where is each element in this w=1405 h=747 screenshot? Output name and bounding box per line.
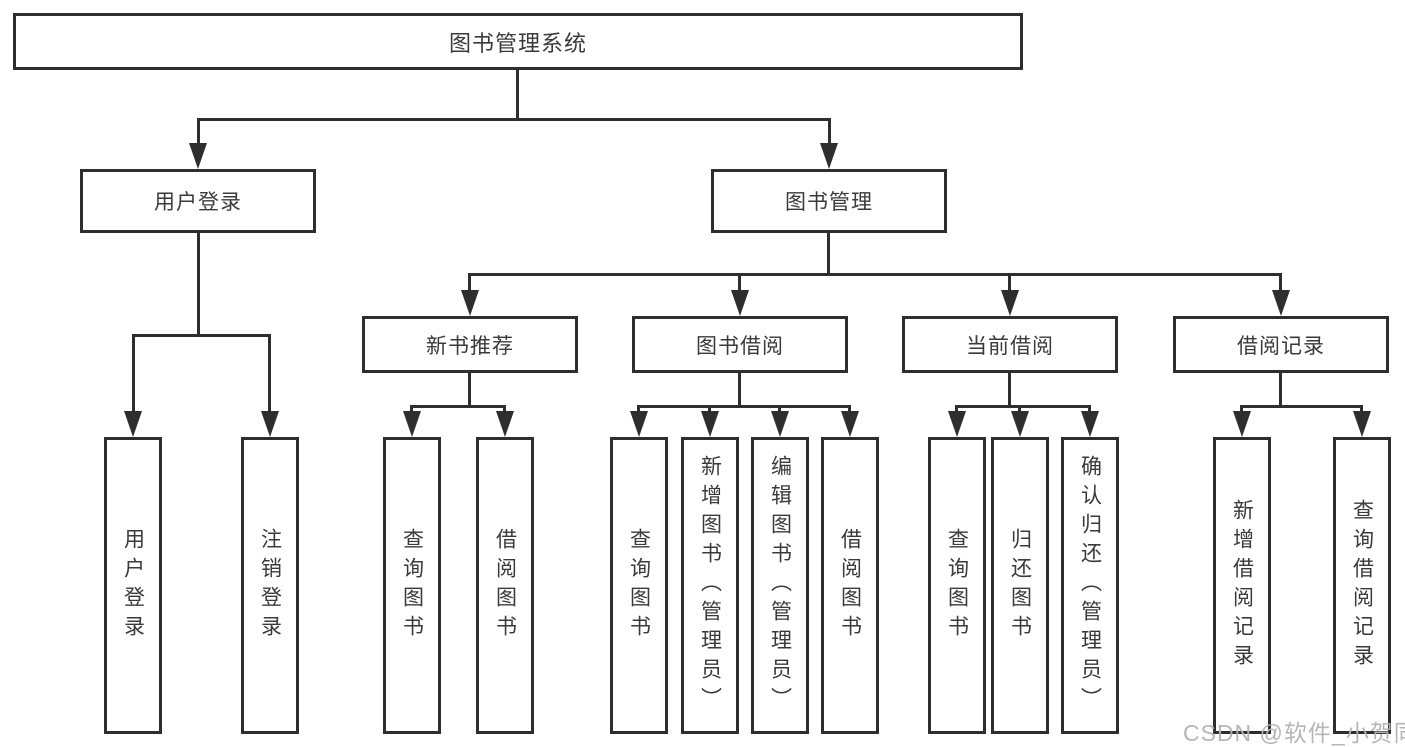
connector-drop-leaf — [848, 405, 851, 415]
connector-current-borrow-bar — [955, 405, 1091, 408]
connector-new-book-bar — [410, 405, 506, 408]
node-book-borrowing: 图书借阅 — [632, 316, 848, 373]
connector-borrow-records-stem — [1279, 373, 1282, 408]
connector-drop-leaf — [1360, 405, 1363, 415]
connector-drop-user-login — [197, 118, 200, 148]
connector-new-book-stem — [468, 373, 471, 408]
connector-drop-leaf — [637, 405, 640, 415]
connector-drop-leaf — [1240, 405, 1243, 415]
leaf-label: 借阅图书 — [838, 527, 862, 644]
leaf-label: 查询图书 — [400, 527, 424, 644]
connector-drop-book-borrow — [738, 273, 741, 293]
connector-drop-login-leaf — [132, 334, 135, 414]
arrow-down-icon — [1011, 411, 1029, 437]
connector-book-borrow-stem — [738, 373, 741, 408]
leaf-logout: 注销登录 — [241, 437, 299, 734]
leaf-label: 编辑图书（管理员） — [768, 455, 792, 716]
arrow-down-icon — [124, 411, 142, 437]
connector-book-borrow-bar — [637, 405, 851, 408]
leaf-borrow-books: 借阅图书 — [821, 437, 879, 734]
leaf-confirm-return-admin: 确认归还（管理员） — [1061, 437, 1119, 734]
leaf-return-books: 归还图书 — [991, 437, 1049, 734]
leaf-label: 确认归还（管理员） — [1078, 455, 1102, 716]
arrow-down-icon — [403, 411, 421, 437]
arrow-down-icon — [461, 290, 479, 316]
connector-drop-leaf — [708, 405, 711, 415]
node-user-login: 用户登录 — [80, 169, 316, 233]
connector-drop-leaf — [955, 405, 958, 415]
leaf-label: 查询图书 — [627, 527, 651, 644]
leaf-add-books-admin: 新增图书（管理员） — [681, 437, 739, 734]
node-book-management: 图书管理 — [711, 169, 947, 233]
connector-drop-leaf — [410, 405, 413, 415]
connector-drop-book-management — [828, 118, 831, 148]
leaf-label: 查询图书 — [945, 527, 969, 644]
arrow-down-icon — [189, 143, 207, 169]
csdn-watermark: CSDN @软件_小贺同学 — [1183, 720, 1405, 746]
arrow-down-icon — [841, 411, 859, 437]
connector-borrow-records-bar — [1240, 405, 1363, 408]
node-borrowing-records: 借阅记录 — [1173, 316, 1389, 373]
node-library-management-system: 图书管理系统 — [13, 13, 1023, 70]
node-label: 用户登录 — [154, 191, 242, 214]
connector-user-login-bar — [132, 334, 271, 337]
node-current-borrowing: 当前借阅 — [902, 316, 1118, 373]
arrow-down-icon — [1272, 290, 1290, 316]
node-label: 当前借阅 — [966, 334, 1054, 358]
arrow-down-icon — [731, 290, 749, 316]
arrow-down-icon — [701, 411, 719, 437]
arrow-down-icon — [820, 143, 838, 169]
leaf-label: 新增借阅记录 — [1230, 498, 1254, 673]
connector-root-stem — [516, 70, 519, 118]
arrow-down-icon — [496, 411, 514, 437]
arrow-down-icon — [1233, 411, 1251, 437]
connector-user-login-stem — [197, 233, 200, 337]
node-label: 图书管理 — [785, 191, 873, 214]
node-label: 图书管理系统 — [448, 30, 587, 56]
leaf-label: 注销登录 — [258, 527, 282, 644]
arrow-down-icon — [1353, 411, 1371, 437]
arrow-down-icon — [630, 411, 648, 437]
arrow-down-icon — [771, 411, 789, 437]
node-label: 新书推荐 — [426, 334, 514, 358]
leaf-label: 新增图书（管理员） — [698, 455, 722, 716]
connector-book-management-bar — [468, 273, 1282, 276]
arrow-down-icon — [261, 411, 279, 437]
arrow-down-icon — [948, 411, 966, 437]
connector-current-borrow-stem — [1008, 373, 1011, 408]
arrow-down-icon — [1081, 411, 1099, 437]
leaf-query-books-borrow: 查询图书 — [610, 437, 668, 734]
node-label: 图书借阅 — [696, 334, 784, 358]
connector-root-bar — [197, 118, 831, 121]
leaf-query-borrow-record: 查询借阅记录 — [1333, 437, 1391, 734]
connector-drop-leaf — [778, 405, 781, 415]
leaf-label: 借阅图书 — [493, 527, 517, 644]
leaf-label: 查询借阅记录 — [1350, 498, 1374, 673]
leaf-label: 用户登录 — [121, 527, 145, 644]
connector-drop-leaf — [1088, 405, 1091, 415]
node-label: 借阅记录 — [1237, 334, 1325, 358]
connector-drop-borrow-records — [1279, 273, 1282, 293]
connector-drop-leaf — [1018, 405, 1021, 415]
leaf-user-login: 用户登录 — [104, 437, 162, 734]
leaf-add-borrow-record: 新增借阅记录 — [1213, 437, 1271, 734]
connector-drop-leaf — [503, 405, 506, 415]
leaf-query-books-current: 查询图书 — [928, 437, 986, 734]
connector-drop-logout-leaf — [268, 334, 271, 414]
leaf-label: 归还图书 — [1008, 527, 1032, 644]
leaf-edit-books-admin: 编辑图书（管理员） — [751, 437, 809, 734]
leaf-borrow-books-recommend: 借阅图书 — [476, 437, 534, 734]
connector-drop-new-book — [468, 273, 471, 293]
arrow-down-icon — [1001, 290, 1019, 316]
connector-drop-current-borrow — [1008, 273, 1011, 293]
leaf-query-books-recommend: 查询图书 — [383, 437, 441, 734]
node-new-book-recommendation: 新书推荐 — [362, 316, 578, 373]
connector-book-management-stem — [827, 233, 830, 276]
